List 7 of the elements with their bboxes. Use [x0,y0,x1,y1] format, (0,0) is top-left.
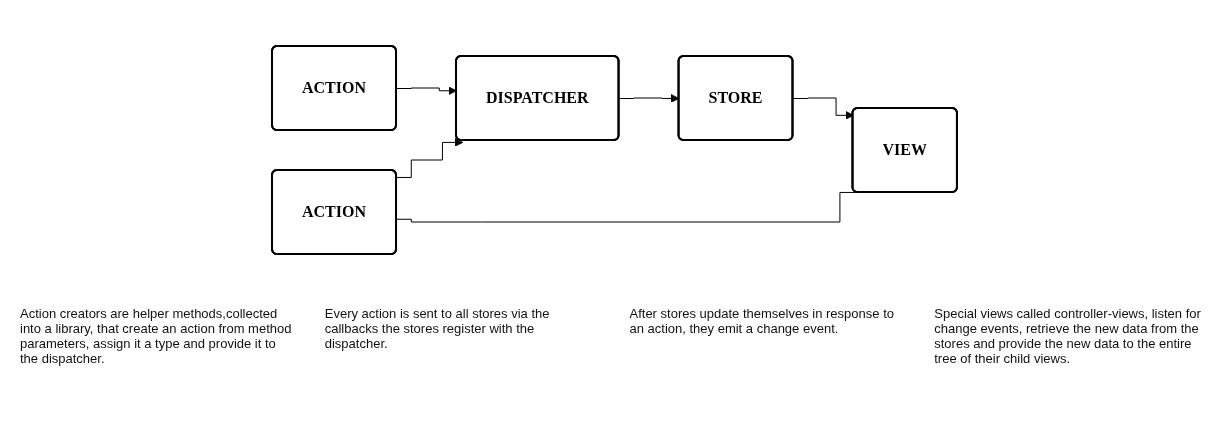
note-text: Special views called controller-views, listen for change events, retrieve the new data from the stores and provide the new data to the entire tree of their child views. [934,306,1202,366]
note-text: Action creators are helper methods,collected into a library, that create an action from method parameters, assign it a type and provide it to the dispatcher. [20,306,293,366]
note-text: After stores update themselves in response to an action, they emit a change event. [629,306,895,338]
arrow [396,86,457,96]
arrow [396,138,464,178]
connector [396,191,858,223]
note-text: Every action is sent to all stores via the callbacks the stores register with the dispatcher. [324,306,551,353]
